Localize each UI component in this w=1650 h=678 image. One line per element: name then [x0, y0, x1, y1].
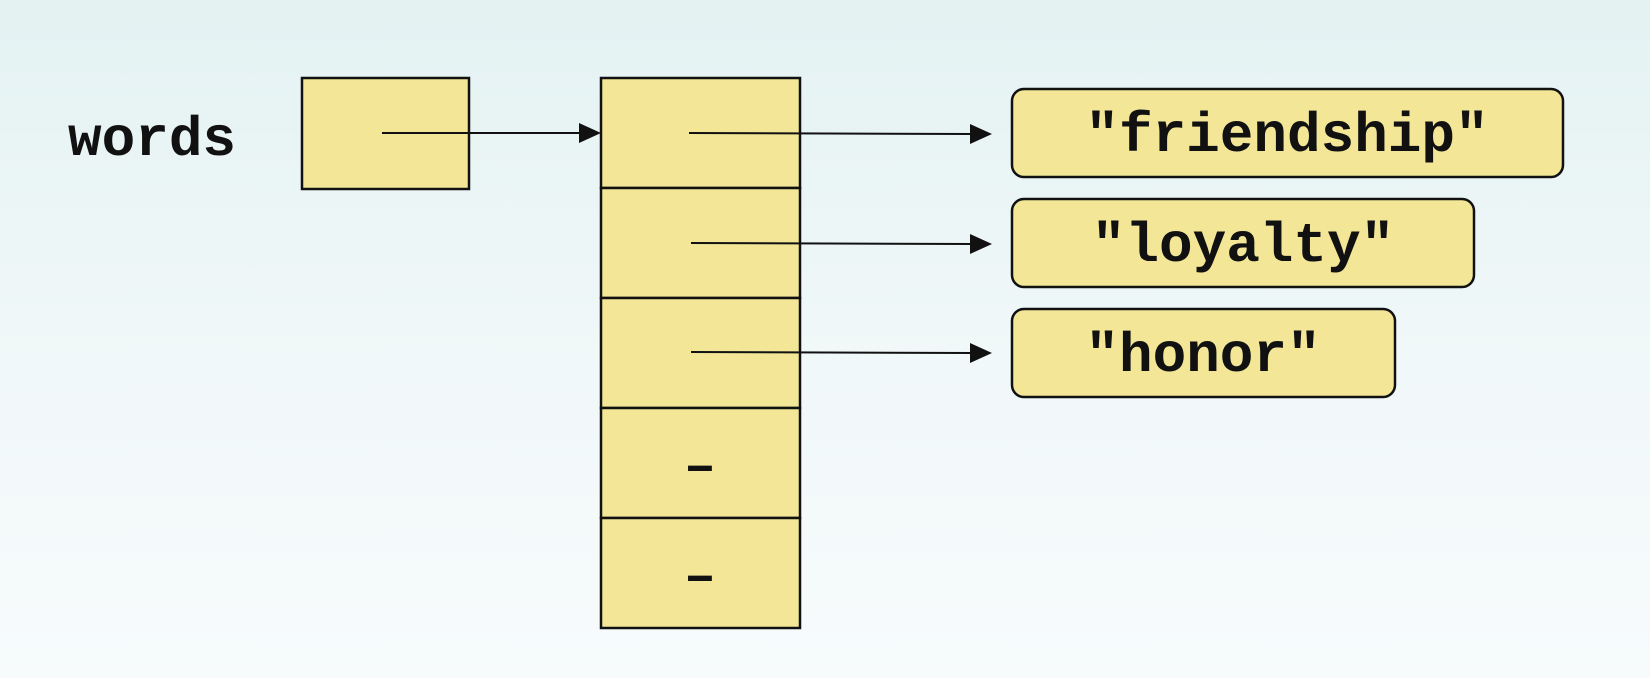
string-text-honor: "honor"	[1085, 324, 1320, 388]
element-1-arrow-line	[690, 242, 973, 245]
variable-name-label: words	[68, 108, 236, 172]
element-2-arrow-line	[690, 351, 973, 354]
string-text-loyalty: "loyalty"	[1092, 214, 1394, 278]
array-cell-4-null: –	[684, 548, 716, 609]
element-0-arrowhead	[970, 124, 992, 144]
element-1-arrowhead	[970, 234, 992, 254]
string-box-loyalty	[1010, 197, 1476, 289]
array-cell-4	[599, 516, 802, 630]
element-2-arrowhead	[970, 343, 992, 363]
string-text-friendship: "friendship"	[1085, 104, 1488, 168]
array-cell-3-null: –	[684, 438, 716, 499]
array-cell-3	[599, 406, 802, 520]
element-0-arrow-line	[688, 132, 973, 135]
string-box-friendship	[1010, 87, 1565, 179]
variable-to-array-arrowhead	[579, 123, 601, 143]
string-box-honor	[1010, 307, 1397, 399]
